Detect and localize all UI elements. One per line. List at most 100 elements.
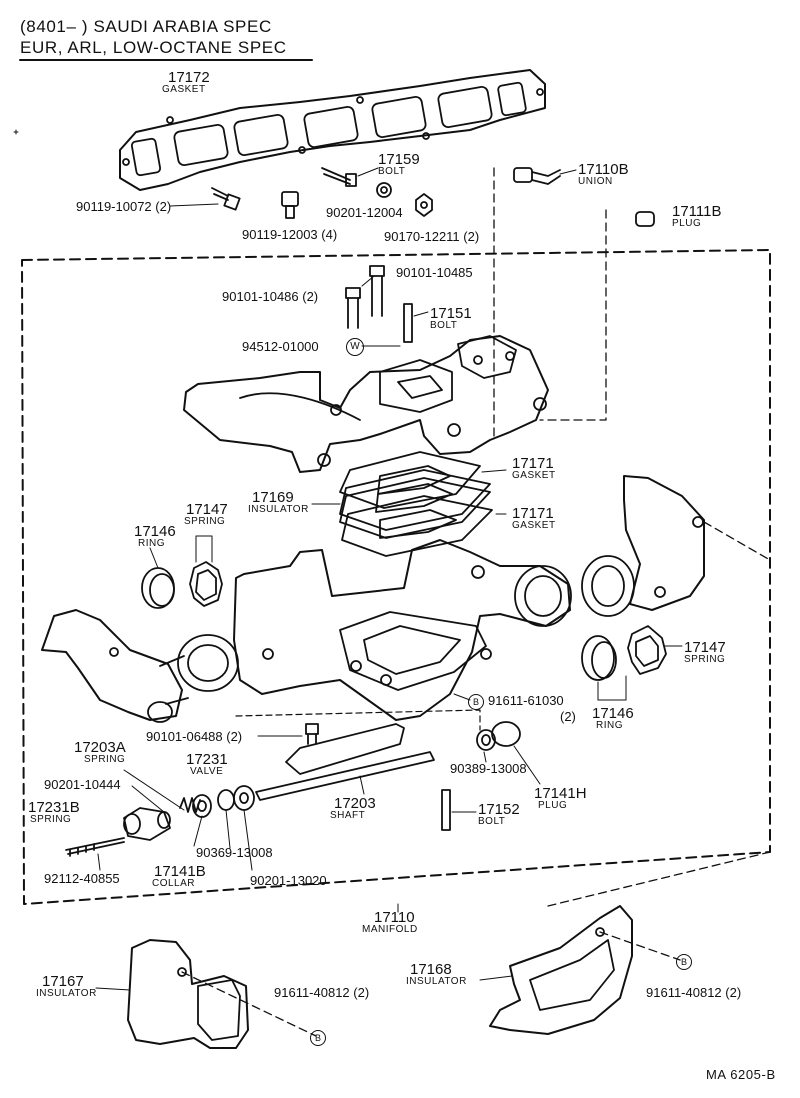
part-number-90369-13008: 90369-13008 bbox=[196, 845, 273, 860]
part-number-17141H: 17141H bbox=[534, 785, 587, 802]
bolt-symbol-b-1: B bbox=[468, 694, 484, 710]
part-name-17152: BOLT bbox=[478, 816, 506, 827]
part-number-17146-right: 17146 bbox=[592, 705, 634, 722]
insulator-17167 bbox=[127, 939, 249, 1049]
part-name-17171-lower: GASKET bbox=[512, 520, 556, 531]
plug-17111B bbox=[635, 211, 655, 227]
washer-90389-13008 bbox=[476, 729, 496, 751]
part-number-90201-12004: 90201-12004 bbox=[326, 205, 403, 220]
gasket-17171-upper bbox=[339, 451, 481, 509]
part-number-17231: 17231 bbox=[186, 751, 228, 768]
part-number-90170-12211: 90170-12211 (2) bbox=[384, 229, 480, 244]
part-number-91611-40812-right: 91611-40812 (2) bbox=[646, 985, 742, 1000]
part-number-91611-61030: 91611-61030 bbox=[488, 693, 564, 708]
part-number-17203: 17203 bbox=[334, 795, 376, 812]
bolt-90101-10485 bbox=[369, 265, 385, 317]
part-name-17171-upper: GASKET bbox=[512, 470, 556, 481]
part-name-17167: INSULATOR bbox=[36, 988, 97, 999]
spring-17147-right bbox=[627, 625, 667, 675]
part-number-90101-10485: 90101-10485 bbox=[396, 265, 473, 280]
part-name-17147-left: SPRING bbox=[184, 516, 226, 527]
plug-17141H bbox=[491, 721, 521, 747]
washer-90201-13020 bbox=[233, 785, 255, 811]
part-name-17168: INSULATOR bbox=[406, 976, 467, 987]
part-number-90201-10444: 90201-10444 bbox=[44, 777, 121, 792]
part-name-17169: INSULATOR bbox=[248, 504, 309, 515]
part-number-17171-lower: 17171 bbox=[512, 505, 554, 522]
nut-90170-12211 bbox=[415, 193, 433, 217]
shaft-17203 bbox=[255, 751, 435, 801]
spring-17231B bbox=[123, 807, 171, 841]
part-number-17167: 17167 bbox=[42, 973, 84, 990]
part-number-17110: 17110 bbox=[374, 909, 415, 926]
bolt-90101-06488 bbox=[305, 723, 319, 745]
stud-17152 bbox=[441, 789, 451, 831]
washer-symbol-w: W bbox=[346, 338, 364, 356]
part-number-17147-left: 17147 bbox=[186, 501, 228, 518]
left-elbow-pipe bbox=[41, 609, 189, 723]
bolt-90119-12003 bbox=[281, 191, 299, 219]
insulator-17168 bbox=[489, 905, 633, 1035]
part-number-92112-40855: 92112-40855 bbox=[44, 871, 120, 886]
part-number-17169: 17169 bbox=[252, 489, 294, 506]
part-number-17141B: 17141B bbox=[154, 863, 206, 880]
part-number-17171-upper: 17171 bbox=[512, 455, 554, 472]
bolt-symbol-b-2: B bbox=[310, 1030, 326, 1046]
spring-17203A bbox=[179, 797, 201, 813]
part-number-90101-10486: 90101-10486 (2) bbox=[222, 289, 319, 304]
gasket-17172-drawing bbox=[119, 69, 546, 191]
part-name-17146-left: RING bbox=[138, 538, 165, 549]
part-number-17110B: 17110B bbox=[578, 161, 629, 178]
part-number-94512-01000: 94512-01000 bbox=[242, 339, 319, 354]
part-name-17159: BOLT bbox=[378, 166, 406, 177]
washer-90201-12004 bbox=[376, 182, 392, 198]
part-name-17141B: COLLAR bbox=[152, 878, 196, 889]
insulator-17169 bbox=[339, 469, 491, 539]
union-17110B bbox=[513, 167, 561, 185]
bolt-92112-40855 bbox=[65, 837, 125, 857]
part-number-17231B: 17231B bbox=[28, 799, 80, 816]
part-name-17231: VALVE bbox=[190, 766, 224, 777]
part-name-17110B: UNION bbox=[578, 176, 613, 187]
part-number-91611-40812-left: 91611-40812 (2) bbox=[274, 985, 370, 1000]
spec-header-line2: EUR, ARL, LOW-OCTANE SPEC bbox=[20, 38, 287, 57]
part-number-17168: 17168 bbox=[410, 961, 452, 978]
part-name-17231B: SPRING bbox=[30, 814, 72, 825]
washer-90369-13008 bbox=[217, 789, 235, 811]
spring-17147-left bbox=[189, 561, 223, 607]
part-number-90119-12003: 90119-12003 (4) bbox=[242, 227, 338, 242]
part-number-17152: 17152 bbox=[478, 801, 520, 818]
ring-17146-right bbox=[581, 635, 617, 681]
part-number-90119-10072: 90119-10072 (2) bbox=[76, 199, 172, 214]
part-number-17151: 17151 bbox=[430, 305, 472, 322]
part-number-17203A: 17203A bbox=[74, 739, 126, 756]
diagram-reference-code: MA 6205-B bbox=[706, 1067, 776, 1082]
collar-17141B bbox=[192, 794, 212, 818]
part-number-17111B: 17111B bbox=[672, 203, 722, 220]
part-number-17146-left: 17146 bbox=[134, 523, 176, 540]
part-name-17110: MANIFOLD bbox=[362, 924, 418, 935]
bolt-90101-10486 bbox=[345, 287, 361, 329]
part-name-17203A: SPRING bbox=[84, 754, 126, 765]
bolt-17159 bbox=[321, 167, 357, 187]
part-name-17147-right: SPRING bbox=[684, 654, 726, 665]
valve-17231 bbox=[285, 723, 405, 775]
part-name-17203: SHAFT bbox=[330, 810, 366, 821]
part-number-90389-13008: 90389-13008 bbox=[450, 761, 527, 776]
part-number-90101-06488: 90101-06488 (2) bbox=[146, 729, 243, 744]
ring-17146-left bbox=[141, 567, 175, 609]
bolt-symbol-b-3: B bbox=[676, 954, 692, 970]
part-name-17146-right: RING bbox=[596, 720, 623, 731]
upper-manifold-drawing bbox=[183, 335, 549, 473]
part-number-17159: 17159 bbox=[378, 151, 420, 168]
stud-17151 bbox=[403, 303, 413, 343]
lower-manifold-drawing bbox=[177, 539, 572, 721]
spec-header-line1: (8401– ) SAUDI ARABIA SPEC bbox=[20, 17, 272, 36]
part-name-17141H: PLUG bbox=[538, 800, 568, 811]
bolt-90119-10072 bbox=[211, 187, 241, 211]
part-number-90201-13020: 90201-13020 bbox=[250, 873, 327, 888]
part-name-17151: BOLT bbox=[430, 320, 458, 331]
part-number-17172: 17172 bbox=[168, 69, 210, 86]
part-name-17111B: PLUG bbox=[672, 218, 702, 229]
